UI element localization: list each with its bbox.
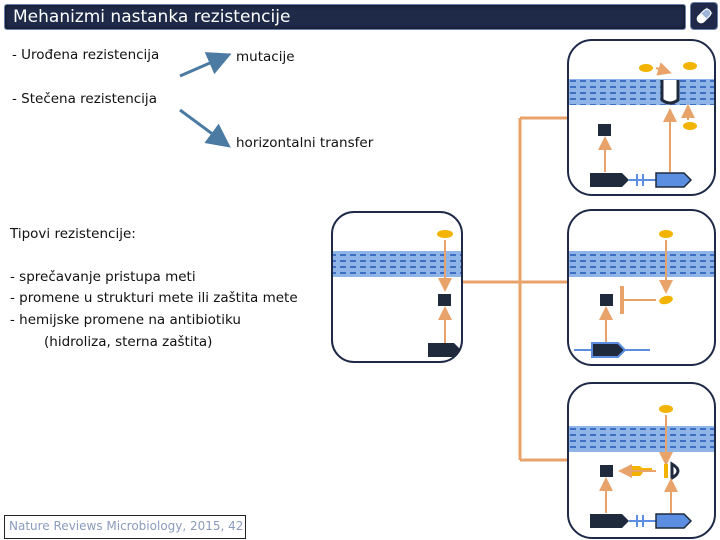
gene-icon	[590, 173, 629, 187]
gene-icon	[590, 514, 629, 528]
innate-resistance-label: - Urođena rezistencija	[12, 47, 160, 63]
antibiotic-icon	[437, 230, 453, 238]
antibiotic-icon	[639, 64, 653, 72]
horizontal-transfer-label: horizontalni transfer	[236, 135, 374, 151]
antibiotic-icon	[659, 295, 673, 305]
target-icon	[598, 124, 611, 136]
gene-icon	[591, 342, 627, 358]
antibiotic-icon	[659, 405, 673, 413]
target-icon	[600, 465, 613, 477]
title-bar: Mehanizmi nastanka rezistencije	[4, 4, 686, 30]
enzyme-icon	[670, 461, 680, 481]
resistance-type-item: - promene u strukturi mete ili zaštita m…	[10, 290, 298, 306]
resistance-type-item: - sprečavanje pristupa meti	[10, 269, 196, 285]
pill-icon	[696, 7, 713, 24]
resistance-type-item: - hemijske promene na antibiotiku	[10, 312, 241, 328]
resistance-type-item: (hidroliza, sterna zaštita)	[44, 334, 213, 350]
citation-text: Nature Reviews Microbiology, 2015, 42	[9, 519, 244, 533]
efflux-pump-icon	[660, 80, 680, 105]
acquired-resistance-label: - Stečena rezistencija	[12, 91, 157, 107]
connector-lines	[460, 116, 568, 462]
cell-middle	[567, 209, 716, 366]
modified-target-icon	[600, 294, 613, 306]
resistance-gene-icon	[655, 513, 693, 529]
cell-bottom	[567, 382, 716, 539]
antibiotic-icon	[683, 122, 697, 130]
mutations-label: mutacije	[236, 49, 295, 65]
target-icon	[438, 294, 451, 306]
page-title: Mehanizmi nastanka rezistencije	[13, 7, 291, 27]
tool-button[interactable]	[690, 2, 718, 30]
resistance-gene-icon	[655, 172, 693, 188]
arrow-to-horizontal-transfer	[179, 108, 231, 148]
citation-box: Nature Reviews Microbiology, 2015, 42	[4, 515, 246, 539]
cell-center	[331, 211, 463, 363]
resistance-types-heading: Tipovi rezistencije:	[10, 226, 136, 242]
arrow-to-mutations	[179, 52, 232, 78]
cell-top	[567, 39, 716, 196]
antibiotic-icon	[659, 230, 673, 238]
antibiotic-icon	[683, 62, 697, 70]
gene-icon	[428, 343, 461, 357]
